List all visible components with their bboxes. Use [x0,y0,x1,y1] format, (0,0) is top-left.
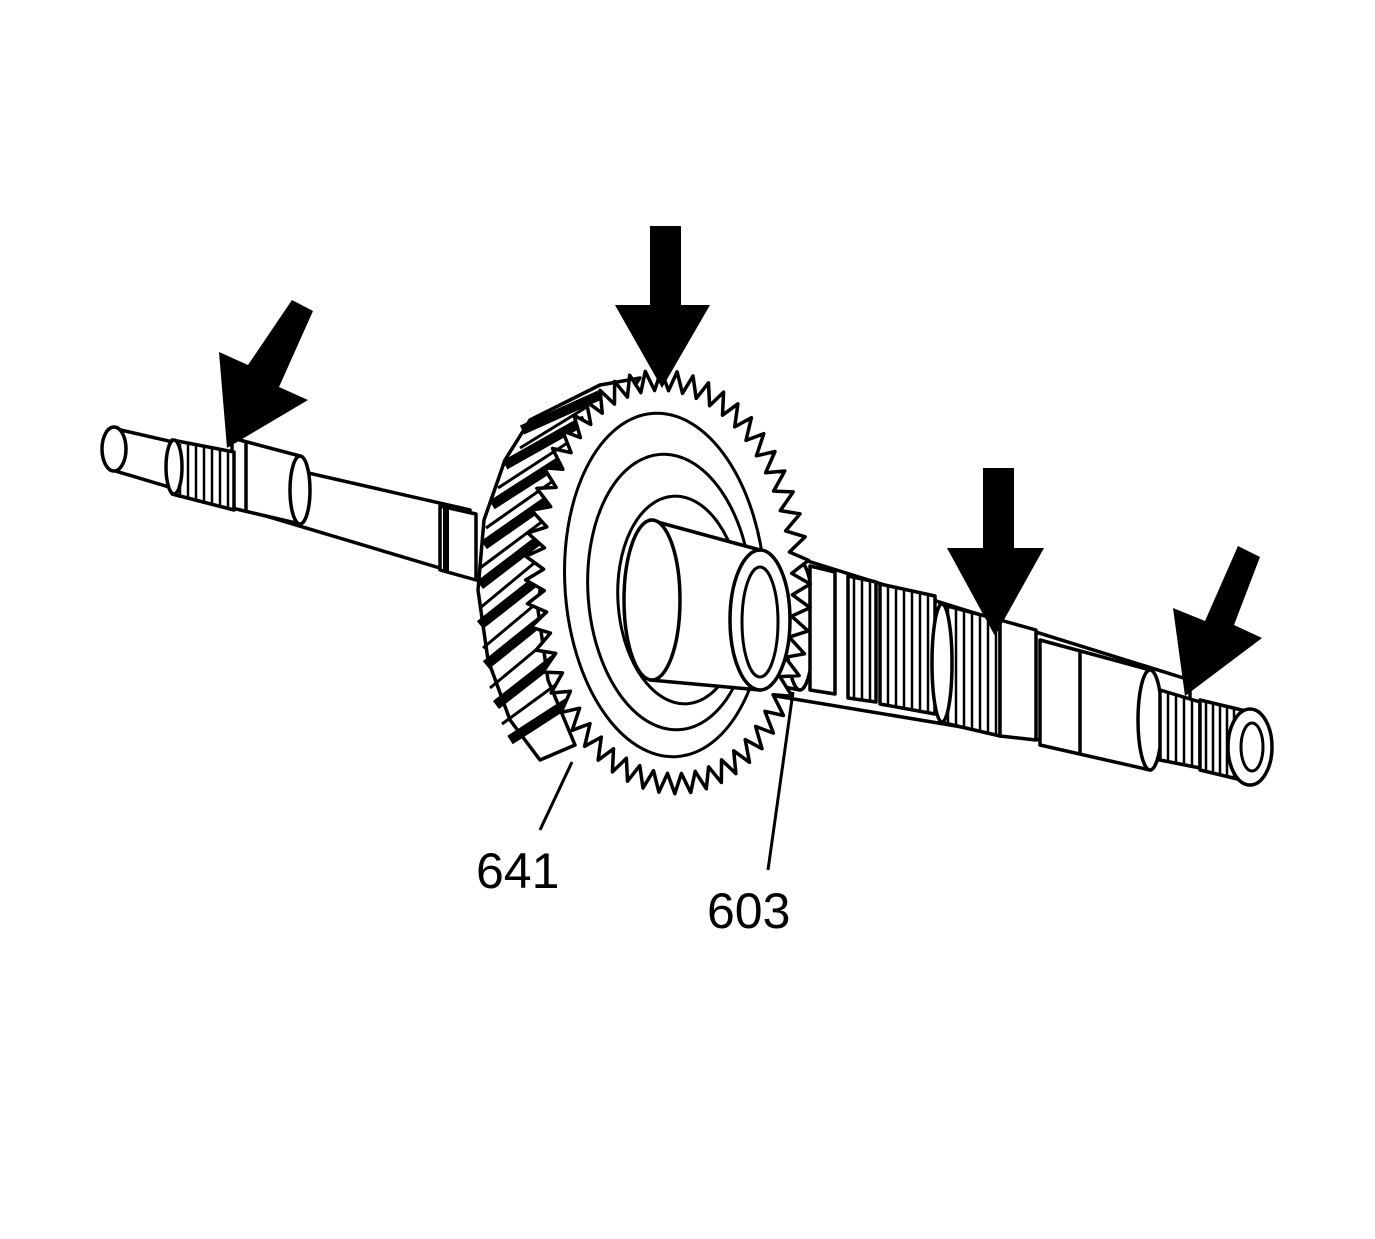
callout-641: 641 [476,843,559,899]
left-shaft-end [100,425,128,473]
inspection-arrows [219,226,1262,696]
callout-603: 603 [707,883,790,939]
right-shaft-spline [1158,688,1202,770]
countershaft [100,425,1274,787]
leader-641 [538,761,574,831]
arrow-left-spline [219,300,313,448]
right-shaft-end [1226,707,1274,787]
left-shaft-spline [164,438,236,512]
gear-641 [476,368,813,796]
leader-lines [538,691,795,871]
arrow-center-spline [947,468,1044,636]
arrow-right-spline [1173,546,1262,696]
arrow-gear-teeth [615,226,710,388]
leader-603 [766,691,795,871]
